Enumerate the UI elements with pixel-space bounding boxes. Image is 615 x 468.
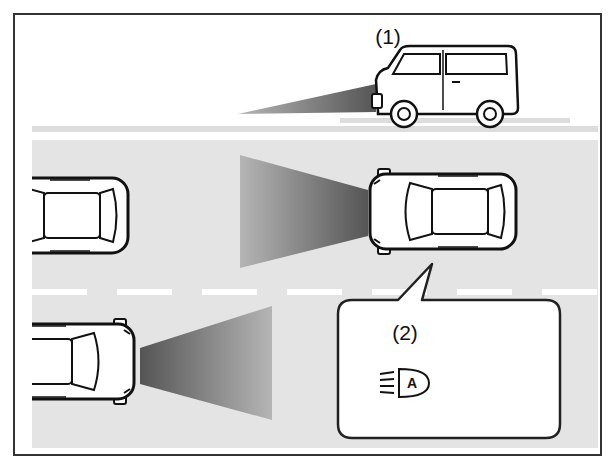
indicator-letter: A xyxy=(407,376,417,390)
callout-number: (2) xyxy=(392,322,418,343)
callout-number: (1) xyxy=(375,26,401,47)
callout-box: (2) A xyxy=(338,300,560,438)
